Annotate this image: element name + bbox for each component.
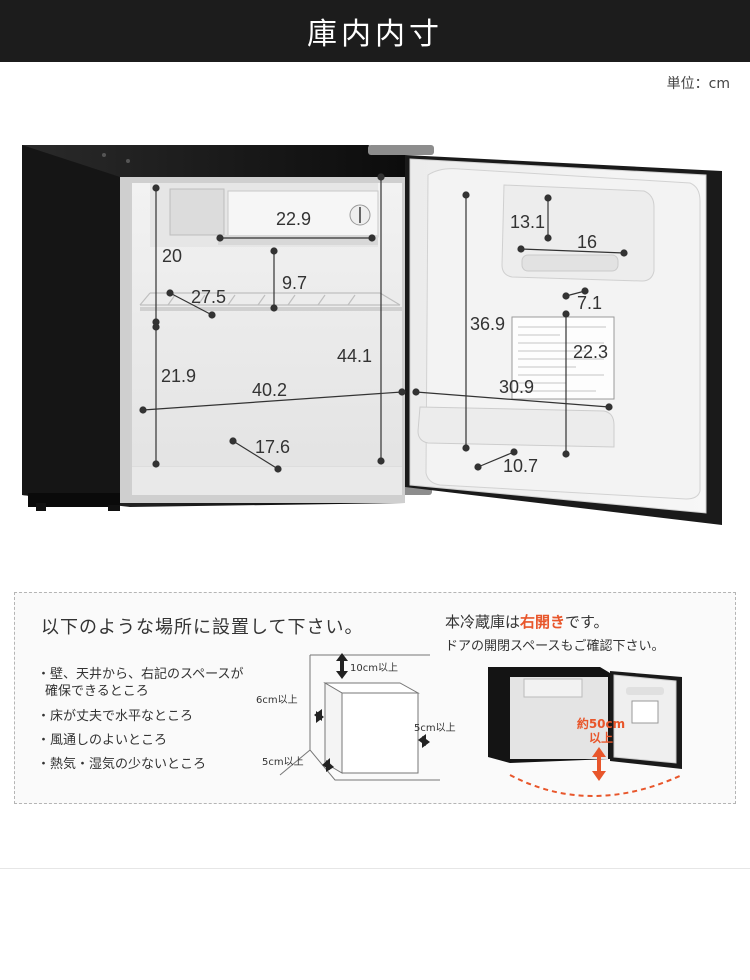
- door-heading-post: です。: [565, 613, 609, 631]
- fridge-door: [405, 155, 722, 525]
- dim-shelf-depth: 27.5: [191, 287, 227, 307]
- unit-label: 単位：cm: [666, 76, 730, 92]
- list-item: ・壁、天井から、右記のスペースが: [37, 667, 244, 682]
- dim-door-mid-height: 22.3: [573, 342, 609, 362]
- list-item: 確保できるところ: [45, 684, 149, 699]
- page-title: 庫内内寸: [307, 17, 443, 52]
- list-item: ・床が丈夫で水平なところ: [37, 709, 194, 724]
- dim-door-pocket-width: 16: [577, 232, 598, 252]
- door-space-label: 約50cm 以上: [556, 717, 646, 745]
- dim-door-pocket-depth: 7.1: [577, 293, 603, 313]
- dim-freezer-height: 20: [162, 246, 183, 266]
- clearance-top: 10cm以上: [350, 663, 398, 674]
- door-subheading: ドアの開閉スペースもご確認下さい。: [445, 639, 665, 654]
- fridge-illustration: [22, 145, 722, 525]
- install-heading: 以下のような場所に設置して下さい。: [41, 617, 364, 638]
- fridge-interior: [120, 177, 405, 503]
- dim-door-top-pocket: 13.1: [510, 212, 546, 232]
- installation-info-box: 以下のような場所に設置して下さい。 ・壁、天井から、右記のスペースが 確保できる…: [14, 592, 736, 804]
- footer-divider: [0, 868, 750, 869]
- clearance-back: 6cm以上: [256, 695, 298, 706]
- list-item: ・熱気・湿気の少ないところ: [37, 757, 207, 772]
- dim-freezer-width: 22.9: [276, 209, 312, 229]
- clearance-illustration: [279, 653, 440, 781]
- list-item: ・風通しのよいところ: [37, 733, 168, 748]
- dim-floor-depth: 17.6: [255, 437, 291, 457]
- dim-door-width: 30.9: [499, 377, 535, 397]
- dim-shelf-gap: 9.7: [282, 273, 308, 293]
- door-opening-diagram: 約50cm 以上: [470, 657, 720, 797]
- install-conditions: ・壁、天井から、右記のスペースが 確保できるところ ・床が丈夫で水平なところ ・…: [37, 663, 243, 777]
- fridge-dimension-figure: 22.9 20 27.5 9.7 21.9 44.1 40.2 17.6 36.…: [0, 95, 750, 555]
- door-heading-accent: 右開き: [520, 613, 566, 631]
- door-heading: 本冷蔵庫は右開きです。: [445, 611, 609, 632]
- door-space-line1: 約50cm: [576, 717, 626, 731]
- dim-lower-height: 21.9: [161, 366, 197, 386]
- door-opening-illustration: [488, 667, 683, 797]
- dim-total-height: 44.1: [337, 346, 373, 366]
- door-heading-pre: 本冷蔵庫は: [445, 613, 521, 631]
- dim-door-bottom-depth: 10.7: [503, 456, 539, 476]
- dim-width: 40.2: [252, 380, 288, 400]
- clearance-side: 5cm以上: [414, 723, 456, 734]
- header-bar: 庫内内寸: [0, 0, 750, 62]
- clearance-front: 5cm以上: [262, 757, 304, 768]
- clearance-diagram: 10cm以上 6cm以上 5cm以上 5cm以上: [240, 645, 456, 795]
- door-space-line2: 以上: [588, 731, 613, 745]
- dim-door-height: 36.9: [470, 314, 506, 334]
- dimension-lines: [139, 173, 628, 473]
